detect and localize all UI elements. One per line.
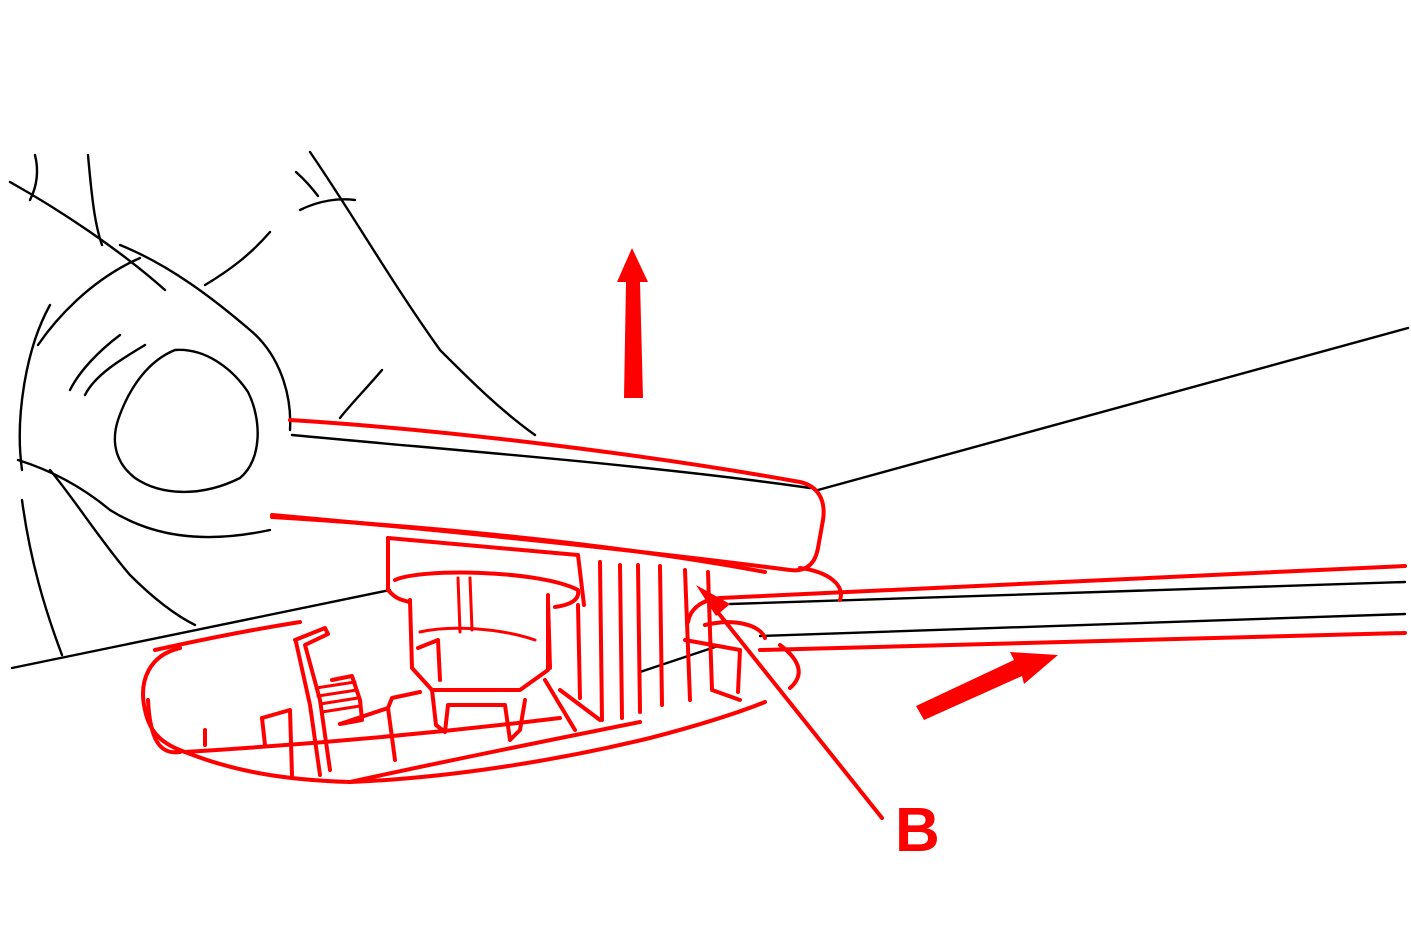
panel-edges xyxy=(10,326,1410,674)
pry-bar xyxy=(686,564,1407,652)
arrow-right-up-icon xyxy=(916,652,1058,720)
pry-lever xyxy=(270,418,826,574)
arrow-up-icon xyxy=(617,248,648,398)
trim-clip-assembly xyxy=(141,536,843,784)
leader-arrow-icon xyxy=(696,585,884,820)
pry-tool-inner-lines xyxy=(290,433,1407,638)
hand-outline xyxy=(8,150,537,657)
callout-label-b: B xyxy=(895,796,940,865)
